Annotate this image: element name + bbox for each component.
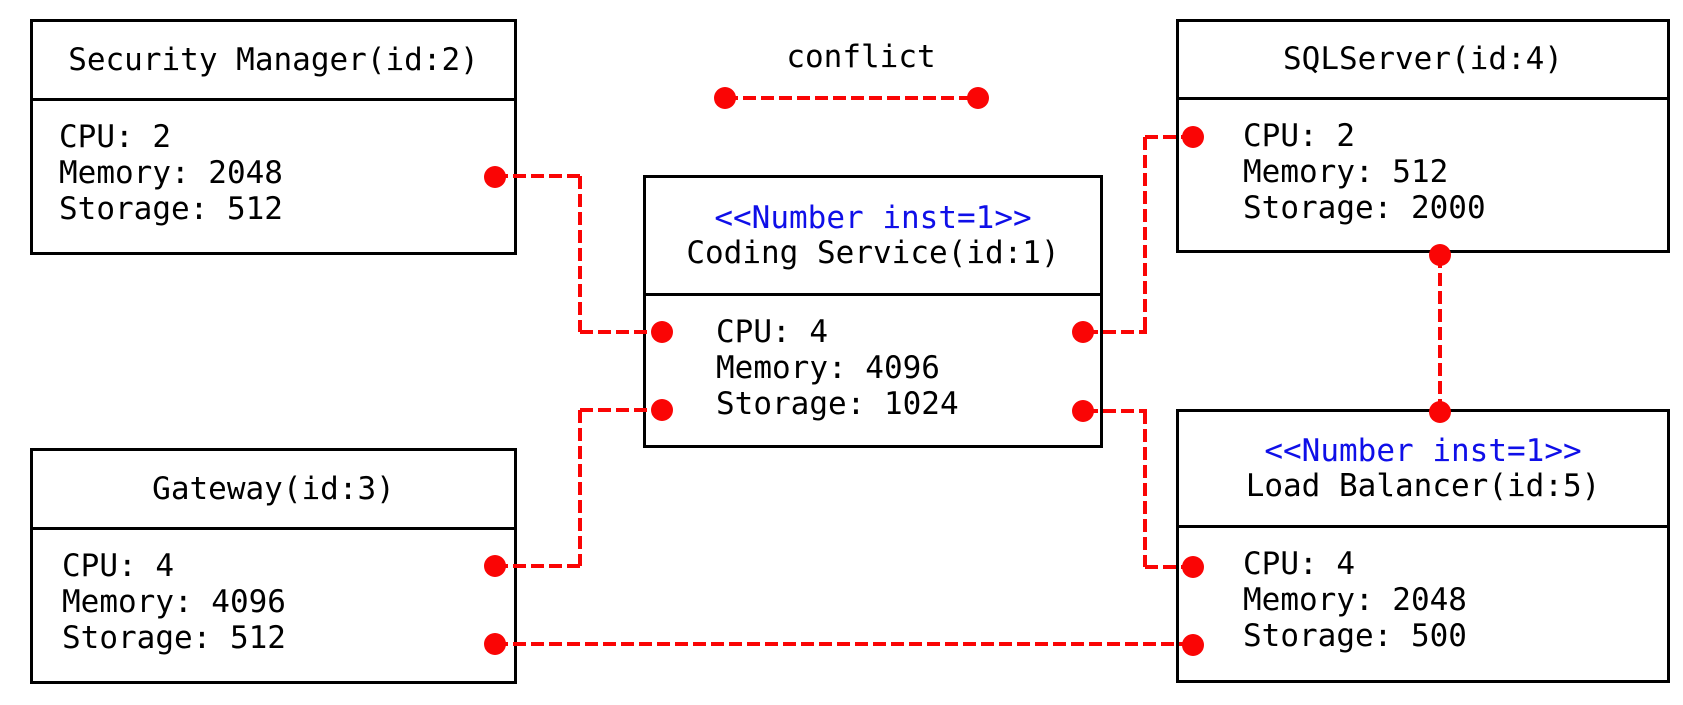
edge-loadbalancer-codingservice-segment [1085,409,1147,413]
attribute-storage: Storage: 512 [62,620,286,656]
attribute-storage: Storage: 1024 [716,386,959,422]
node-load-balancer: <<Number inst=1>> Load Balancer(id:5) CP… [1176,409,1670,683]
attribute-storage: Storage: 2000 [1243,190,1486,226]
attribute-memory: Memory: 4096 [716,350,940,386]
attribute-cpu: CPU: 2 [59,119,171,155]
node-attributes-compartment: CPU: 4 Memory: 4096 Storage: 512 [33,530,514,656]
connection-endpoint-dot [1072,400,1094,422]
connection-endpoint-dot [651,399,673,421]
attribute-memory: Memory: 512 [1243,154,1449,190]
node-title-text: Coding Service(id:1) [686,234,1060,271]
node-attributes-compartment: CPU: 4 Memory: 2048 Storage: 500 [1179,528,1667,654]
connection-endpoint-dot [1429,244,1451,266]
connection-endpoint-dot [1182,634,1204,656]
node-title-text: SQLServer(id:4) [1283,41,1563,77]
node-title-compartment: Security Manager(id:2) [33,22,514,101]
node-sqlserver: SQLServer(id:4) CPU: 2 Memory: 512 Stora… [1176,19,1670,253]
attribute-cpu: CPU: 2 [1243,118,1355,154]
edge-sqlserver-codingservice-segment [1145,135,1195,139]
legend-endpoint-dot [714,87,736,109]
edge-gateway-codingservice-segment [578,410,582,566]
edge-gateway-codingservice-segment [580,408,655,412]
node-title-text: Gateway(id:3) [152,470,395,507]
connection-endpoint-dot [484,166,506,188]
attribute-cpu: CPU: 4 [716,314,828,350]
attribute-storage: Storage: 512 [59,191,283,227]
connection-endpoint-dot [1182,556,1204,578]
legend-endpoint-dot [967,87,989,109]
attribute-memory: Memory: 2048 [59,155,283,191]
edge-securitymanager-codingservice-segment [580,330,655,334]
attribute-memory: Memory: 2048 [1243,582,1467,618]
connection-endpoint-dot [651,321,673,343]
legend-label: conflict [786,39,936,75]
edge-sqlserver-loadbalancer-segment [1438,255,1442,412]
edge-loadbalancer-codingservice-segment [1145,565,1195,569]
node-title-compartment: Gateway(id:3) [33,451,514,530]
connection-endpoint-dot [484,555,506,577]
edge-gateway-codingservice-segment [495,564,580,568]
connection-endpoint-dot [484,633,506,655]
attribute-memory: Memory: 4096 [62,584,286,620]
node-security-manager: Security Manager(id:2) CPU: 2 Memory: 20… [30,19,517,255]
attribute-cpu: CPU: 4 [62,548,174,584]
node-attributes-compartment: CPU: 4 Memory: 4096 Storage: 1024 [646,296,1100,422]
edge-gateway-loadbalancer-segment [495,642,1195,646]
connection-endpoint-dot [1182,126,1204,148]
attribute-cpu: CPU: 4 [1243,546,1355,582]
node-stereotype-text: <<Number inst=1>> [1264,432,1582,469]
node-title-compartment: <<Number inst=1>> Load Balancer(id:5) [1179,412,1667,528]
connection-endpoint-dot [1429,401,1451,423]
node-attributes-compartment: CPU: 2 Memory: 2048 Storage: 512 [33,101,514,227]
edge-sqlserver-codingservice-segment [1143,137,1147,333]
node-stereotype-text: <<Number inst=1>> [714,199,1032,236]
node-title-text: Security Manager(id:2) [68,41,479,78]
edge-loadbalancer-codingservice-segment [1143,411,1147,567]
connection-endpoint-dot [1072,321,1094,343]
attribute-storage: Storage: 500 [1243,618,1467,654]
node-title-compartment: <<Number inst=1>> Coding Service(id:1) [646,178,1100,296]
legend-conflict-line [725,96,978,100]
node-title-compartment: SQLServer(id:4) [1179,22,1667,100]
node-title-text: Load Balancer(id:5) [1245,467,1601,504]
edge-securitymanager-codingservice-segment [578,176,582,332]
edge-sqlserver-codingservice-segment [1085,330,1147,334]
node-gateway: Gateway(id:3) CPU: 4 Memory: 4096 Storag… [30,448,517,684]
node-coding-service: <<Number inst=1>> Coding Service(id:1) C… [643,175,1103,448]
node-attributes-compartment: CPU: 2 Memory: 512 Storage: 2000 [1179,100,1667,226]
edge-securitymanager-codingservice-segment [495,174,580,178]
